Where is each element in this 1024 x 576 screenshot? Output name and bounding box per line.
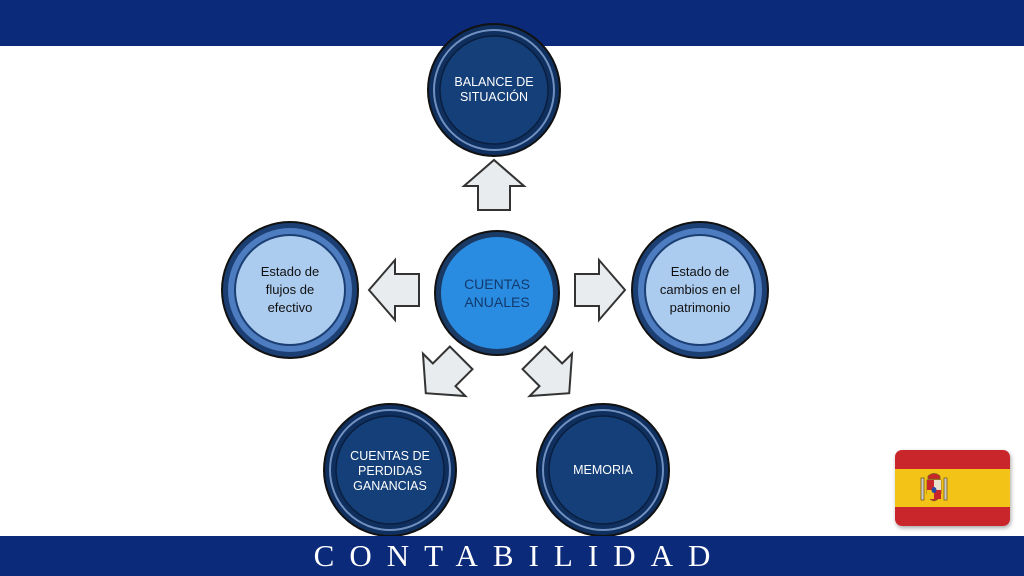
node-perdidas-label: CUENTAS DE PERDIDAS GANANCIAS xyxy=(350,448,430,493)
node-memoria-circle xyxy=(536,403,670,537)
node-flujos-circle xyxy=(221,221,359,359)
node-flujos-label: Estado de flujos de efectivo xyxy=(260,264,320,315)
node-balance-label: BALANCE DE SITUACIÓN xyxy=(454,75,534,104)
spain-flag-icon xyxy=(895,450,1010,526)
node-center-circle xyxy=(434,230,560,356)
node-center-label: CUENTAS ANUALES xyxy=(464,276,530,310)
node-balance-circle xyxy=(427,23,561,157)
arrow-left xyxy=(368,259,420,321)
arrow-right xyxy=(574,259,626,321)
node-perdidas-circle xyxy=(323,403,457,537)
bottom-banner: CONTABILIDAD xyxy=(0,536,1024,576)
node-cambios-circle xyxy=(631,221,769,359)
node-memoria-label: MEMORIA xyxy=(573,462,633,477)
coat-of-arms-icon xyxy=(920,473,948,502)
footer-title: CONTABILIDAD xyxy=(313,538,726,573)
node-cambios-label: Estado de cambios en el patrimonio xyxy=(659,264,741,315)
arrow-up xyxy=(463,159,525,211)
